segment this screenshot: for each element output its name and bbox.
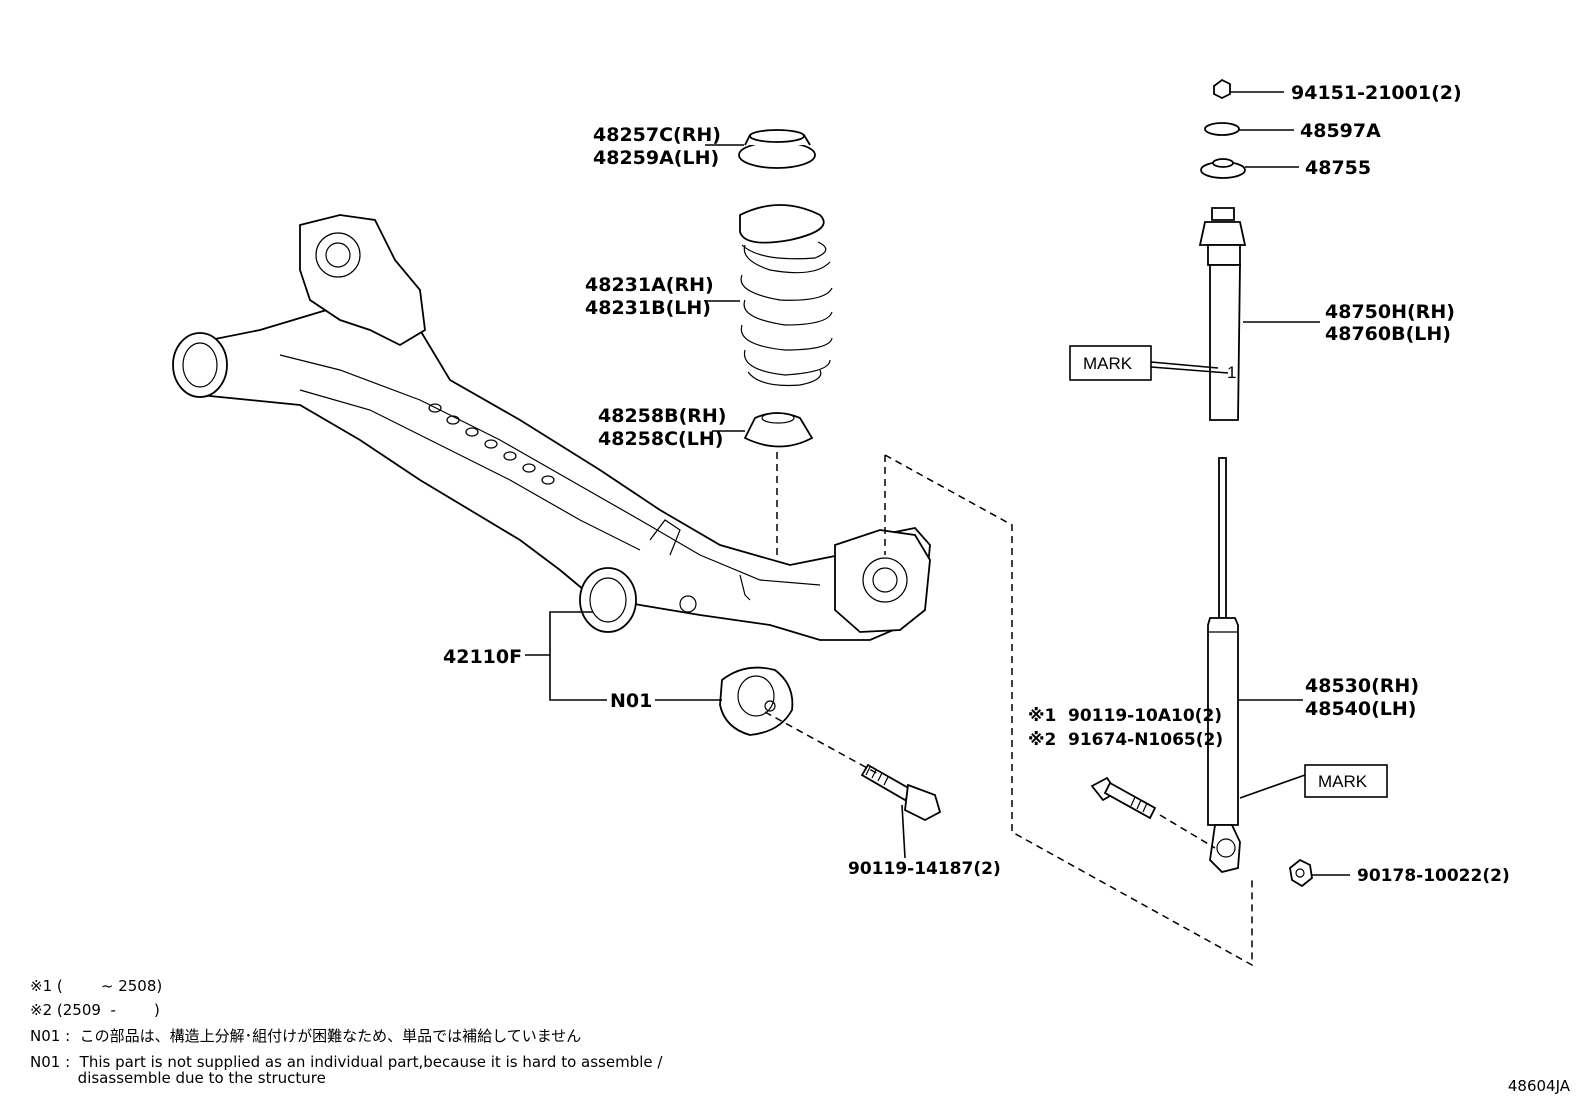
label-bolt-note1[interactable]: 90119-10A10(2) — [1068, 706, 1222, 726]
shock-absorber[interactable] — [1207, 457, 1241, 873]
lower-insulator[interactable] — [743, 412, 814, 448]
label-absorber-rh[interactable]: 48530(RH) — [1305, 675, 1419, 697]
label-upper-insulator-rh[interactable]: 48257C(RH) — [593, 124, 721, 146]
label-bushing[interactable]: N01 — [610, 690, 652, 712]
axle-beam[interactable] — [172, 214, 931, 641]
washer[interactable] — [1204, 122, 1240, 136]
bolt-absorber[interactable] — [1090, 776, 1157, 820]
label-bolt-note2-marker: ※2 — [1028, 730, 1056, 750]
beam-holes — [428, 403, 555, 485]
footnote-n01-en-cont: disassemble due to the structure — [30, 1069, 326, 1087]
footnote-n01-ja: N01 : この部品は、構造上分解･組付けが困難なため、単品では補給していません — [30, 1027, 582, 1045]
label-dust-boot-rh[interactable]: 48750H(RH) — [1325, 301, 1455, 323]
label-dust-boot-lh[interactable]: 48760B(LH) — [1325, 323, 1451, 345]
label-lower-insulator-lh[interactable]: 48258C(LH) — [598, 428, 723, 450]
label-nut-top[interactable]: 94151-21001(2) — [1291, 82, 1462, 104]
mark-label-1: MARK — [1083, 354, 1133, 373]
label-upper-insulator-lh[interactable]: 48259A(LH) — [593, 147, 719, 169]
footnote-n01-en: N01 : This part is not supplied as an in… — [30, 1053, 663, 1071]
label-nut-bottom[interactable]: 90178-10022(2) — [1357, 866, 1510, 886]
label-axle-beam[interactable]: 42110F — [443, 646, 522, 668]
footnote-2: ※2 (2509 - ) — [30, 1001, 160, 1019]
mark-box-2: MARK — [1304, 764, 1388, 798]
label-bolt-note1-marker: ※1 — [1028, 706, 1056, 726]
upper-insulator[interactable] — [738, 129, 816, 169]
mark-digit: 1 — [1227, 363, 1236, 382]
mark-label-2: MARK — [1318, 772, 1368, 791]
bolt-bottom-left[interactable] — [860, 763, 942, 822]
figure-id: 48604JA — [1507, 1077, 1570, 1095]
label-spring-rh[interactable]: 48231A(RH) — [585, 274, 714, 296]
label-spring-lh[interactable]: 48231B(LH) — [585, 297, 711, 319]
label-lower-insulator-rh[interactable]: 48258B(RH) — [598, 405, 726, 427]
label-bolt-note2[interactable]: 91674-N1065(2) — [1068, 730, 1223, 750]
label-support[interactable]: 48755 — [1305, 157, 1371, 179]
label-bolt-bottom[interactable]: 90119-14187(2) — [848, 859, 1001, 879]
nut-bottom-right[interactable] — [1289, 858, 1313, 888]
upper-support[interactable] — [1200, 158, 1246, 179]
label-absorber-lh[interactable]: 48540(LH) — [1305, 698, 1416, 720]
bushing-n01[interactable] — [719, 666, 794, 736]
dust-boot[interactable]: 1 — [1198, 207, 1247, 421]
footnote-1: ※1 ( ~ 2508) — [30, 977, 163, 995]
label-washer[interactable]: 48597A — [1300, 120, 1381, 142]
top-nut[interactable] — [1213, 78, 1231, 100]
coil-spring[interactable] — [739, 204, 833, 387]
mark-box-1: MARK — [1069, 345, 1152, 381]
